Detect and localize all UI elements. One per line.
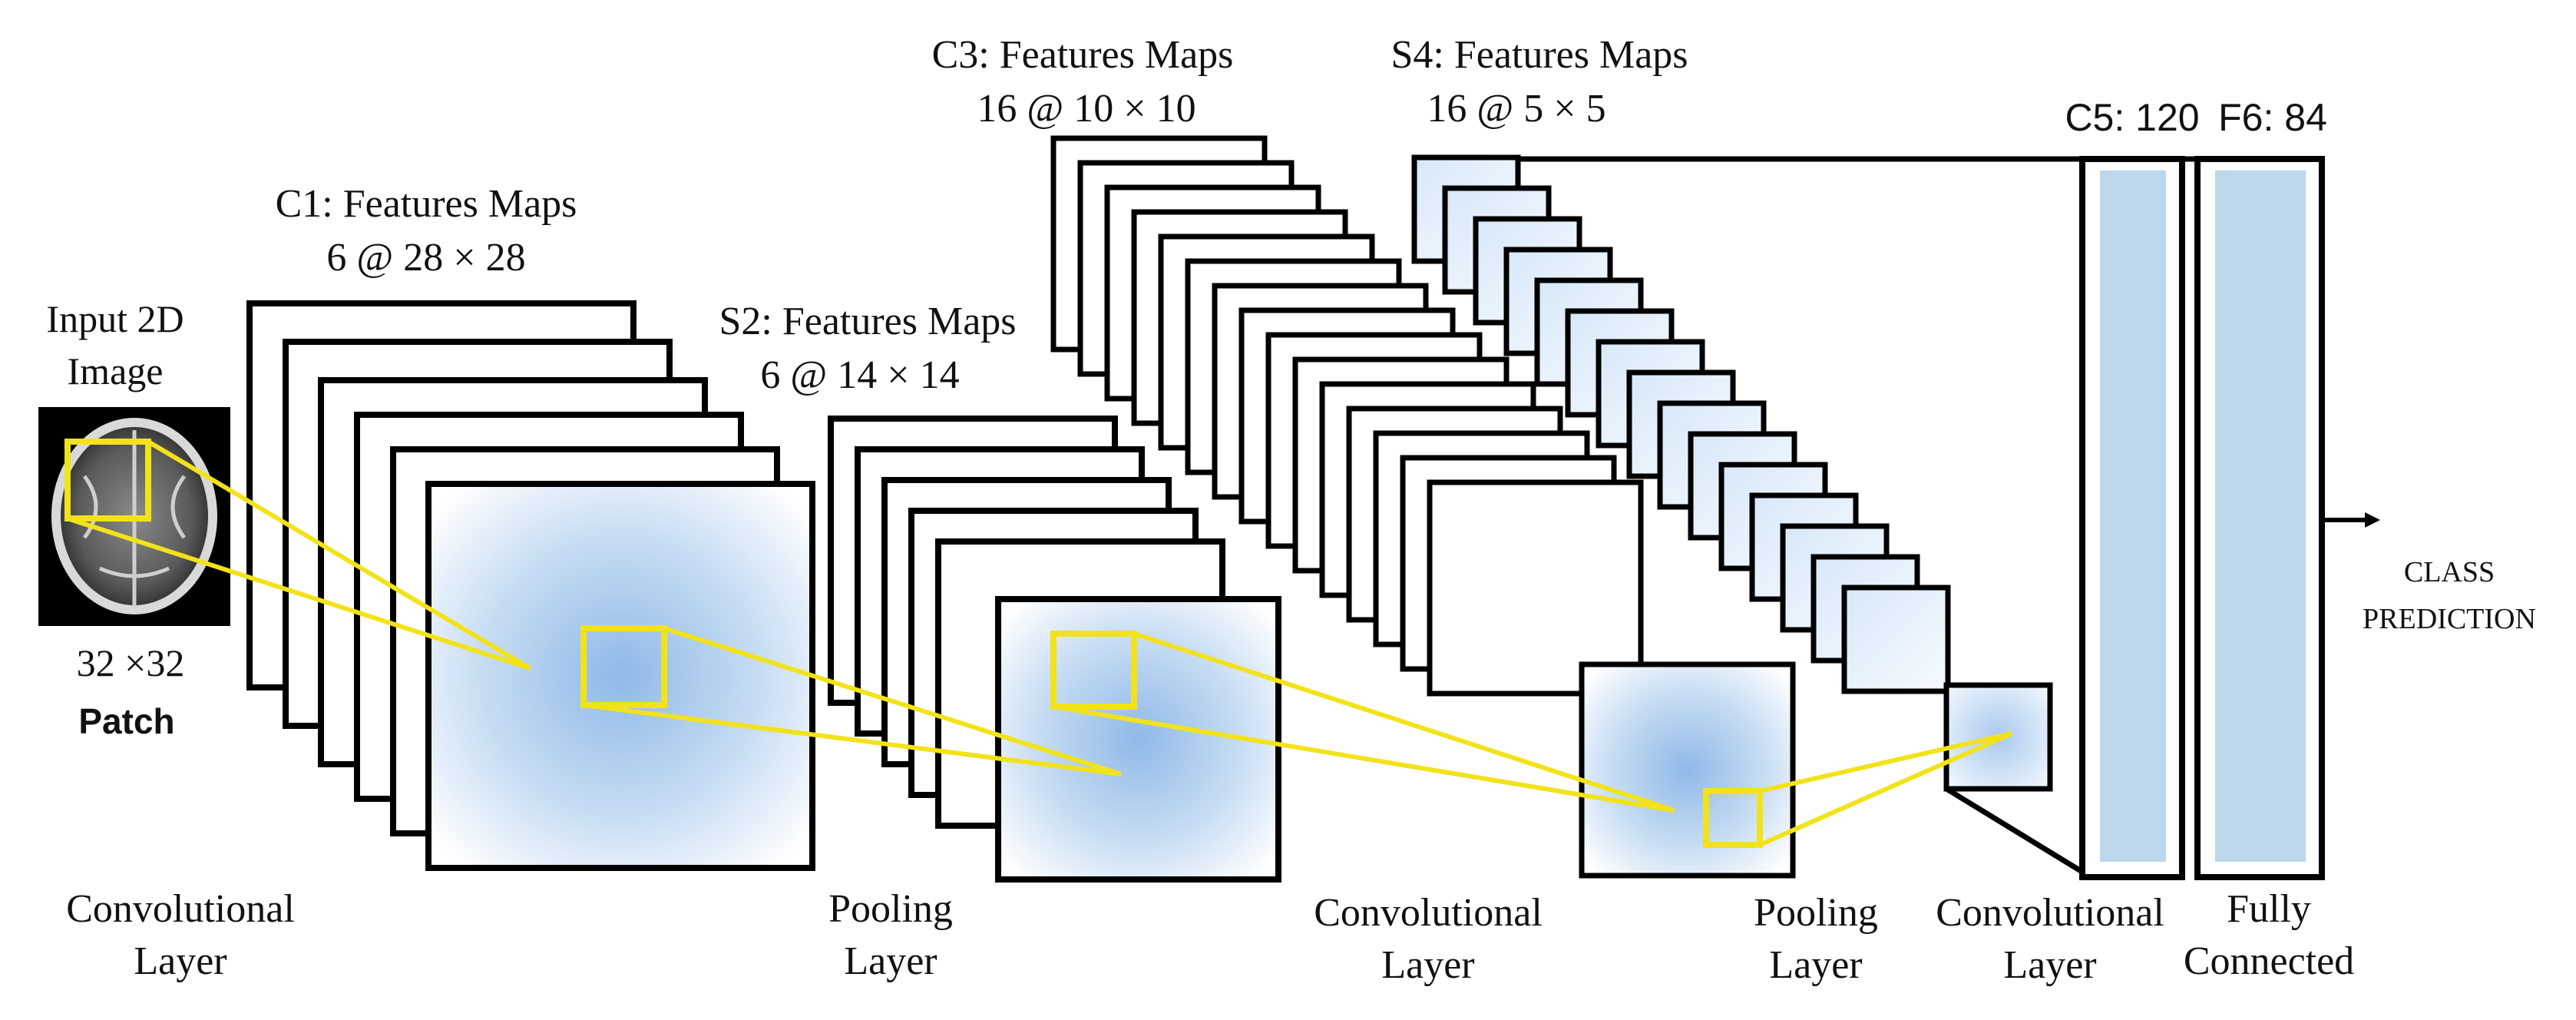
input-to-c1-line bbox=[67, 516, 531, 671]
pool2-label-line1: Pooling bbox=[1754, 891, 1878, 935]
c1-dims: 6 @ 28 × 28 bbox=[326, 236, 525, 280]
fc-label-line1: Fully bbox=[2227, 887, 2311, 931]
c1-title: C1: Features Maps bbox=[276, 182, 577, 226]
input-patch-label: Patch bbox=[78, 701, 174, 741]
c3-patch-highlight bbox=[1703, 788, 1763, 848]
conv3-label-line1: Convolutional bbox=[1936, 891, 2164, 935]
conv2-label-line1: Convolutional bbox=[1314, 891, 1543, 935]
s2-patch-highlight bbox=[1050, 631, 1137, 710]
input-to-c1-line bbox=[147, 439, 531, 671]
c1-feature-maps bbox=[246, 300, 815, 871]
conv3-label-line2: Layer bbox=[2003, 943, 2096, 987]
s4-to-c5-connector bbox=[1945, 787, 2090, 878]
pool2-label-line2: Layer bbox=[1769, 943, 1862, 987]
conv1-label-line1: Convolutional bbox=[66, 887, 295, 931]
fc-label-line2: Connected bbox=[2184, 939, 2354, 983]
c5-layer bbox=[2079, 156, 2185, 880]
input-title-line1: Input 2D bbox=[46, 297, 184, 340]
pool1-label-line1: Pooling bbox=[828, 887, 953, 931]
f6-title: F6: 84 bbox=[2218, 96, 2327, 139]
c3-dims: 16 @ 10 × 10 bbox=[977, 87, 1195, 131]
output-arrow-head-icon bbox=[2365, 512, 2380, 528]
c1-to-s2-line bbox=[583, 703, 1122, 777]
c1-map-front bbox=[425, 481, 815, 871]
s2-dims: 6 @ 14 × 14 bbox=[760, 353, 959, 397]
f6-layer bbox=[2194, 156, 2325, 880]
c5-title: C5: 120 bbox=[2065, 96, 2199, 139]
input-patch-highlight bbox=[64, 439, 151, 522]
s2-feature-maps bbox=[828, 416, 1281, 883]
s4-title: S4: Features Maps bbox=[1391, 33, 1688, 77]
s2-map-front bbox=[995, 596, 1281, 883]
output-label-line1: CLASS bbox=[2404, 556, 2495, 588]
c3-map bbox=[1427, 479, 1644, 697]
c3-title: C3: Features Maps bbox=[932, 33, 1234, 77]
labels: Input 2D Image 32 ×32 Patch C1: Features… bbox=[46, 33, 2536, 987]
s4-dims: 16 @ 5 × 5 bbox=[1427, 87, 1605, 131]
pool1-label-line2: Layer bbox=[844, 939, 937, 983]
input-title-line2: Image bbox=[68, 349, 164, 392]
conv1-label-line2: Layer bbox=[134, 939, 227, 983]
c3-to-s4-line bbox=[1758, 731, 2013, 847]
c3-feature-maps bbox=[1050, 135, 1796, 879]
c1-to-s2-line bbox=[663, 626, 1122, 777]
s4-map bbox=[1841, 585, 1951, 694]
input-size-label: 32 ×32 bbox=[77, 641, 185, 684]
c5-column bbox=[2100, 171, 2166, 862]
s2-title: S2: Features Maps bbox=[719, 300, 1016, 343]
s4-feature-maps bbox=[1411, 154, 2053, 792]
s2-to-c3-line bbox=[1133, 631, 1675, 813]
f6-column bbox=[2215, 171, 2306, 862]
input-image-group bbox=[38, 407, 230, 626]
s2-to-c3-line bbox=[1053, 704, 1675, 813]
c1-patch-highlight bbox=[580, 625, 667, 708]
receptive-field-lines bbox=[67, 439, 2013, 848]
c3-to-s4-line bbox=[1759, 731, 2012, 793]
output-label-line2: PREDICTION bbox=[2363, 603, 2536, 635]
conv2-label-line2: Layer bbox=[1381, 943, 1474, 987]
